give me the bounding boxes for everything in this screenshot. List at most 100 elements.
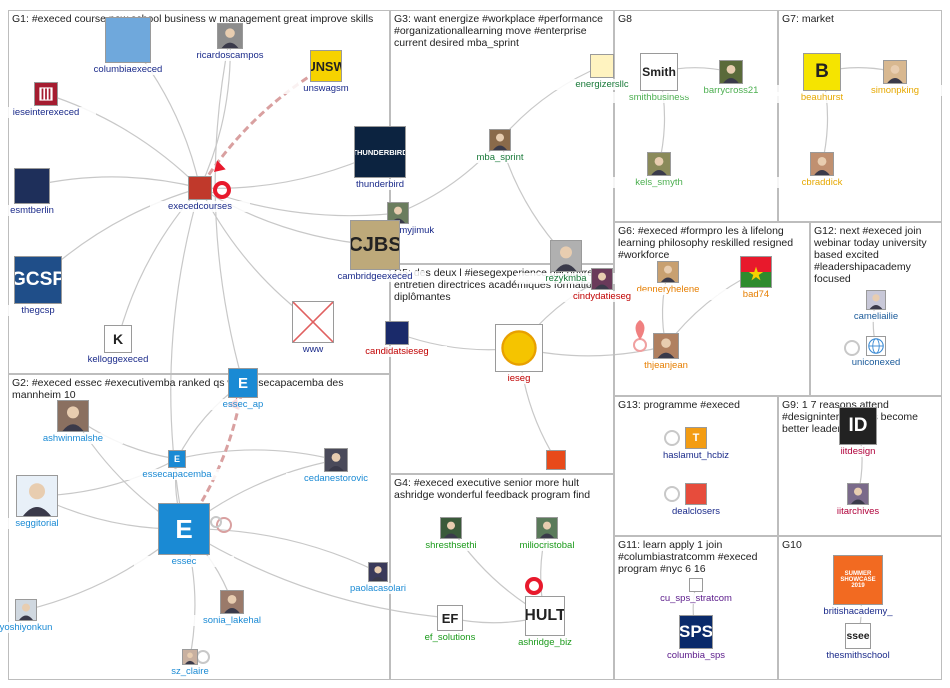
node-paolacasolari[interactable]: paolacasolari [328,562,428,594]
node-sonia_lakehal[interactable]: sonia_lakehal [182,590,282,626]
node-label: sz_claire [140,666,240,677]
node-rezykmba[interactable]: rezykmba [516,240,616,284]
smith-logo-icon: Smith [640,53,678,91]
node-dealclosers[interactable]: dealclosers [646,483,746,517]
node-label: cambridgeexeced [325,271,425,282]
node-label: columbia_sps [646,650,746,661]
energizer-logo-icon [590,54,614,78]
node-label: cindydatieseg [552,291,652,302]
node-execedcourses[interactable]: execedcourses [150,176,250,212]
node-esmtberlin[interactable]: esmtberlin [0,168,82,216]
node-thegcsp[interactable]: GCSPthegcsp [0,256,88,316]
node-label: cbraddick [772,177,872,188]
person-photo-icon [591,268,613,290]
node-label: essecapacemba [127,469,227,480]
group-g3: G3: want energize #workplace #performanc… [390,10,614,264]
haslam-logo-icon: T [685,427,707,449]
person-photo-icon [866,290,886,310]
node-ieseg[interactable]: ieseg [469,324,569,384]
person-photo-icon [810,152,834,176]
node-label: sonia_lakehal [182,615,282,626]
person-photo-icon [883,60,907,84]
unsw-logo-icon: UNSW [310,50,342,82]
node-label: paolacasolari [328,583,428,594]
group-g6: G6: #execed #formpro les à lifelong lear… [614,222,810,396]
pin-marker-icon [635,320,645,340]
node-mba_sprint[interactable]: mba_sprint [450,129,550,163]
node-label: essec_ap [193,399,293,410]
edge-unswagsm-execedcourses [198,64,327,189]
node-columbiaexeced[interactable]: columbiaexeced [78,17,178,75]
node-bad74[interactable]: bad74 [706,256,806,300]
node-label: energizersllc [552,79,652,90]
node-candidatsieseg[interactable]: candidatsieseg [347,321,447,357]
node-sz_claire[interactable]: sz_claire [140,649,240,677]
node-energizersllc[interactable]: energizersllc [552,54,652,90]
node-label: ashwinmalshe [23,433,123,444]
dealclosers-logo-icon [685,483,707,505]
node-label: seggitorial [0,518,87,529]
flag-icon [740,256,772,288]
node-denneryhelene[interactable]: denneryhelene [618,261,718,295]
ef-logo-icon: EF [437,605,463,631]
node-cindydatieseg[interactable]: cindydatieseg [552,268,652,302]
node-miliocristobal[interactable]: miliocristobal [497,517,597,551]
node-cu_sps_stratcom[interactable]: cu_sps_stratcom [646,578,746,604]
group-g10: G10 [778,536,942,680]
group-label: G3: want energize #workplace #performanc… [394,13,603,49]
node-cedanestorovic[interactable]: cedanestorovic [286,448,386,484]
node-simonpking[interactable]: simonpking [845,60,945,96]
node-label: execedcourses [150,201,250,212]
node-thjeanjean[interactable]: thjeanjean [616,333,716,371]
node-label: britishacademy_ [808,606,908,617]
group-g1: G1: #execed course new school business w… [8,10,390,374]
node-kels_smyth[interactable]: kels_smyth [609,152,709,188]
node-cbraddick[interactable]: cbraddick [772,152,872,188]
node-label: ricardoscampos [180,50,280,61]
node-label: esmtberlin [0,205,82,216]
node-yoshiyonkun[interactable]: yoshiyonkun [0,599,76,633]
node-unswagsm[interactable]: UNSWunswagsm [276,50,376,94]
node-label: simonpking [845,85,945,96]
node-cameliailie[interactable]: cameliailie [826,290,926,322]
thunderbird-logo-icon: THUNDERBIRD [354,126,406,178]
node-label: candidatsieseg [347,346,447,357]
node-ricardoscampos[interactable]: ricardoscampos [180,23,280,61]
node-label: mba_sprint [450,152,550,163]
node-label: dealclosers [646,506,746,517]
self-loop-ashridge [525,577,543,595]
node-label: unswagsm [276,83,376,94]
node-ashwinmalshe[interactable]: ashwinmalshe [23,400,123,444]
execed-logo-icon [188,176,212,200]
node-uniconexed[interactable]: uniconexed [826,336,926,368]
node-ieseinterexeced[interactable]: ieseinterexeced [0,82,96,118]
person-photo-icon [15,599,37,621]
person-photo-icon [57,400,89,432]
node-shresthsethi[interactable]: shresthsethi [401,517,501,551]
node-seggitorial[interactable]: seggitorial [0,475,87,529]
node-label: columbiaexeced [78,64,178,75]
node-iitarchives[interactable]: iitarchives [808,483,908,517]
node-label: ieseinterexeced [0,107,96,118]
person-photo-icon [719,60,743,84]
node-barrycross21[interactable]: barrycross21 [681,60,781,96]
node-ieseg_small[interactable] [506,450,606,470]
node-label: cameliailie [826,311,926,322]
node-www[interactable]: www [263,301,363,355]
node-label: thesmithschool [808,650,908,661]
